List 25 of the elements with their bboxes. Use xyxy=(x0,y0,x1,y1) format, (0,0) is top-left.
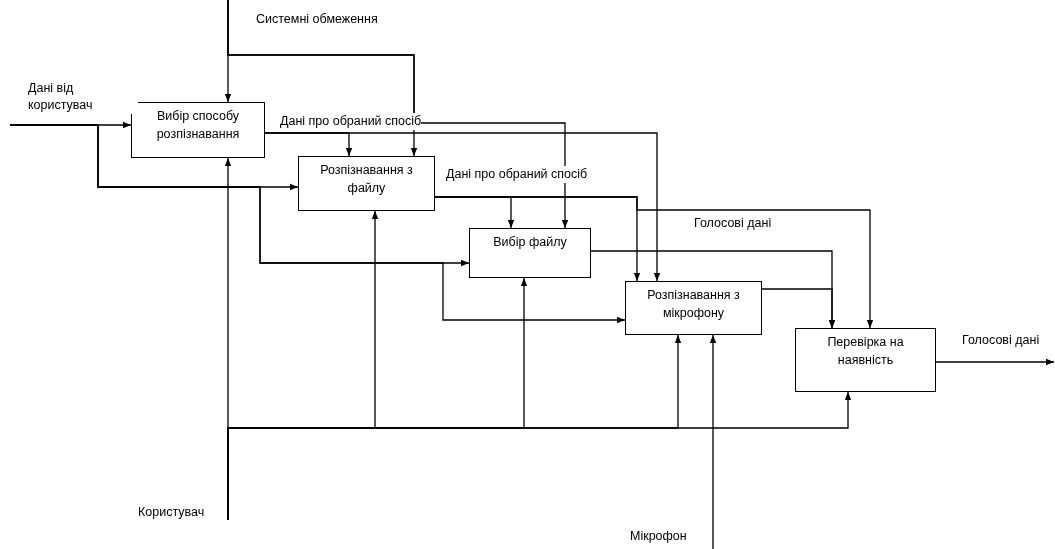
arrow xyxy=(761,288,836,329)
arrow xyxy=(9,124,626,324)
process-label: Вибір способу розпізнавання xyxy=(155,108,241,143)
arrow xyxy=(264,132,661,282)
edge-label: Голосові дані xyxy=(962,332,1040,349)
process-box xyxy=(469,228,591,278)
edge-label: Користувач xyxy=(138,504,205,521)
arrow xyxy=(227,0,569,229)
process-label: Вибір файлу xyxy=(493,234,567,251)
arrow xyxy=(935,358,1055,366)
edge-label: Дані від користувач xyxy=(28,80,138,114)
process-label: Розпізнавання з файлу xyxy=(319,162,414,197)
arrow xyxy=(709,334,717,549)
edge-label: Голосові дані xyxy=(694,215,772,232)
process-box xyxy=(298,156,435,211)
arrow xyxy=(434,196,874,329)
arrow xyxy=(227,391,852,521)
edge-label: Мікрофон xyxy=(630,528,687,545)
edge-label: Дані про обраний спосіб xyxy=(446,166,588,183)
process-box xyxy=(131,102,265,158)
process-box xyxy=(625,281,762,335)
edge-label: Дані про обраний спосіб xyxy=(280,113,422,130)
process-label: Розпізнавання з мікрофону xyxy=(646,287,741,322)
process-box xyxy=(795,328,936,392)
process-label: Перевірка на наявність xyxy=(826,334,905,369)
